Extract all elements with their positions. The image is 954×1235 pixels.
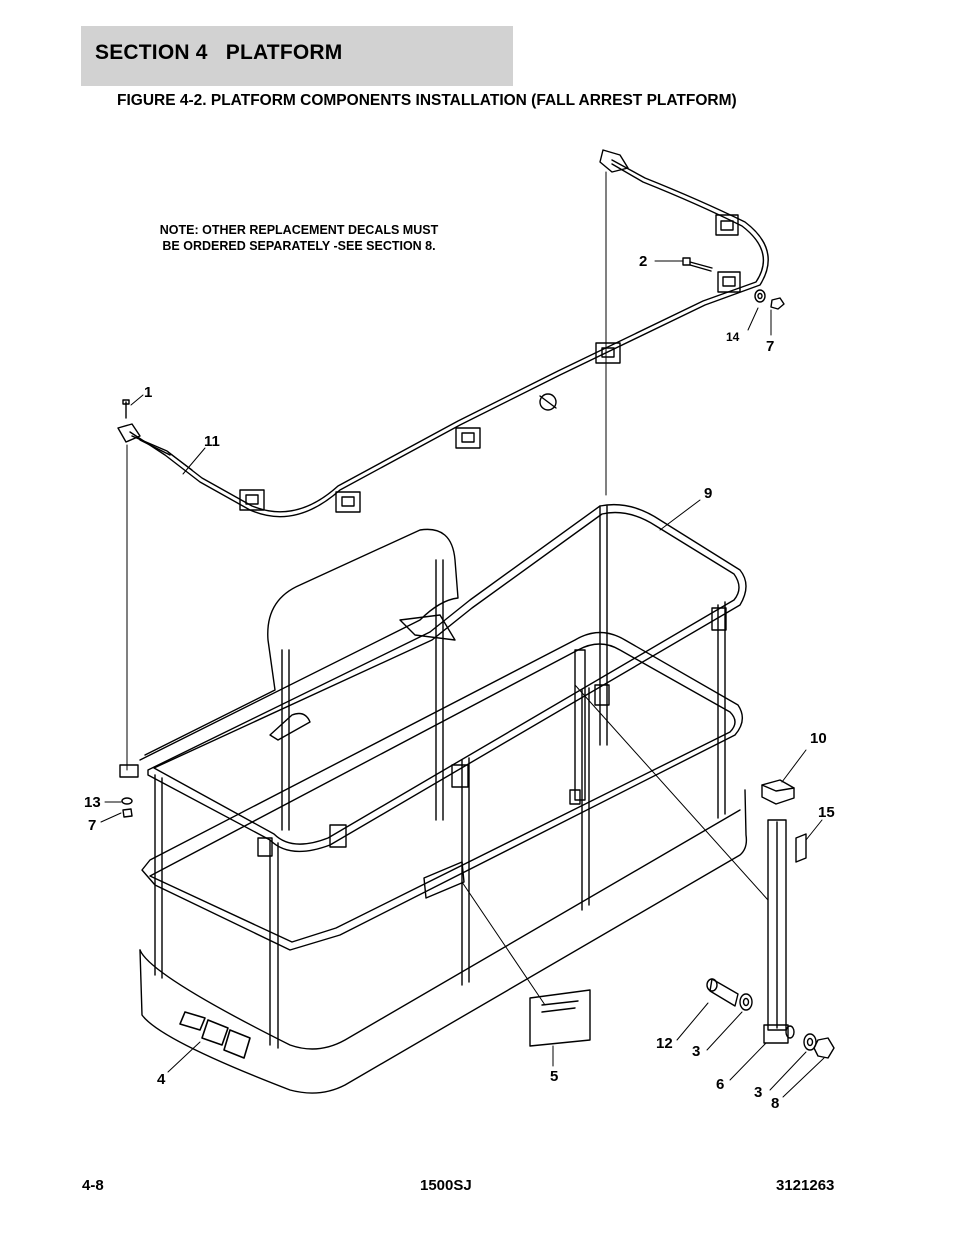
decal-item-5 [529, 989, 591, 1047]
callout-labels: 1 2 3 3 4 5 6 7 7 8 9 10 11 12 13 14 15 [84, 253, 835, 1112]
lifeline-cable [117, 149, 769, 518]
cable-clamp [717, 271, 741, 293]
footer-model: 1500SJ [420, 1177, 472, 1194]
callout-7b: 7 [88, 817, 96, 834]
decal-note: NOTE: OTHER REPLACEMENT DECALS MUST BE O… [140, 222, 458, 254]
callout-7: 7 [766, 338, 774, 355]
washer-item-14 [754, 289, 766, 303]
callout-2: 2 [639, 253, 647, 270]
nut-item-7-lower [122, 808, 133, 818]
pin-item-12 [706, 978, 739, 1007]
decal-item-15 [795, 833, 807, 863]
callout-9: 9 [704, 485, 712, 502]
bushing-item-3-right [803, 1033, 817, 1051]
cable-clamp [539, 393, 557, 411]
washer-item-13 [121, 797, 133, 805]
note-line-1: NOTE: OTHER REPLACEMENT DECALS MUST [159, 223, 439, 237]
nut-item-7-upper [770, 297, 785, 310]
bushing-item-3-left [739, 993, 753, 1011]
callout-11: 11 [204, 433, 220, 450]
explode-lines [126, 171, 607, 771]
bolt-item-2 [682, 257, 713, 272]
cable-clamp [595, 342, 621, 364]
cap-item-10 [761, 779, 795, 805]
callout-3: 3 [692, 1043, 700, 1060]
callout-15: 15 [818, 804, 835, 821]
callout-6: 6 [716, 1076, 724, 1093]
callout-4: 4 [157, 1071, 166, 1088]
callout-13: 13 [84, 794, 101, 811]
section-title: SECTION 4 PLATFORM [95, 41, 343, 64]
note-line-2: BE ORDERED SEPARATELY -SEE SECTION 8. [162, 239, 436, 253]
callout-8: 8 [771, 1095, 779, 1112]
cable-clamp [335, 491, 361, 513]
jlg-kickplate-logo [179, 1011, 251, 1059]
callout-3b: 3 [754, 1084, 762, 1101]
platform-basket [119, 503, 748, 1094]
callout-14: 14 [726, 330, 740, 344]
callout-12: 12 [656, 1035, 673, 1052]
footer-page-number: 4-8 [82, 1177, 104, 1194]
nut-item-8 [813, 1037, 835, 1059]
cable-clamp [715, 214, 739, 236]
bolt-item-1 [122, 399, 130, 419]
section-header-band: SECTION 4 PLATFORM [81, 26, 513, 86]
cable-clamp [239, 489, 265, 511]
figure-title: FIGURE 4-2. PLATFORM COMPONENTS INSTALLA… [117, 92, 737, 109]
callout-1: 1 [144, 384, 152, 401]
leader-lines [100, 260, 825, 1098]
footer-part-number: 3121263 [776, 1177, 835, 1194]
post-item-6 [763, 819, 795, 1044]
cable-clamp [455, 427, 481, 449]
decal-on-panel [423, 861, 465, 899]
callout-5: 5 [550, 1068, 558, 1085]
callout-10: 10 [810, 730, 827, 747]
